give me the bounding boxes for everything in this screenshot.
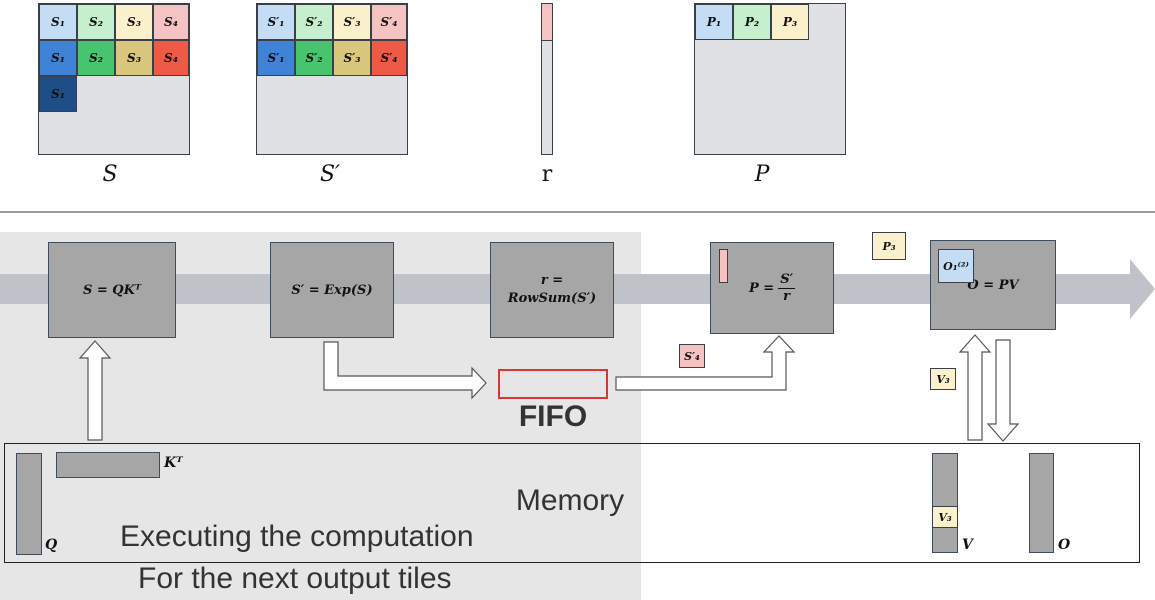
q-matrix-in-memory (16, 453, 42, 555)
fifo-label: FIFO (518, 400, 588, 433)
kt-load-arrow (78, 340, 112, 441)
o-store-arrow (986, 339, 1020, 442)
matrix-p-label: P (754, 162, 770, 187)
v-load-arrow (958, 334, 992, 441)
s-cell-2-1: S₁ (39, 40, 77, 76)
p-cell-3: P₃ (771, 4, 809, 40)
kt-label: Kᵀ (164, 455, 183, 471)
fifo-to-p-arrow (615, 335, 796, 391)
compute-p-box: P = S′ r (710, 242, 834, 334)
s-prime-cell-1-1: S′₁ (257, 4, 295, 40)
memory-label: Memory (515, 484, 625, 517)
kt-matrix-in-memory (56, 452, 160, 478)
s-cell-3-1: S₁ (39, 76, 77, 112)
q-label: Q (45, 537, 58, 553)
fifo-buffer (498, 369, 608, 399)
r-tile-marker (719, 249, 728, 283)
compute-exp-box: S′ = Exp(S) (270, 242, 394, 338)
p-cell-2: P₂ (733, 4, 771, 40)
s-cell-2-4: S₄ (153, 40, 189, 76)
compute-s-box: S = QKᵀ (48, 242, 176, 338)
compute-rowsum-box: r = RowSum(S′) (490, 242, 614, 338)
s-prime-cell-2-4: S′₄ (371, 40, 407, 76)
matrix-s: S₁ S₂ S₃ S₄ S₁ S₂ S₃ S₄ S₁ (38, 3, 190, 155)
p-formula-lhs: P = (748, 280, 775, 296)
s-prime-cell-2-1: S′₁ (257, 40, 295, 76)
caption-line2: For the next output tiles (138, 562, 452, 595)
matrix-p: P₁ P₂ P₃ (694, 3, 846, 155)
matrix-s-prime: S′₁ S′₂ S′₃ S′₄ S′₁ S′₂ S′₃ S′₄ (256, 3, 408, 155)
p-formula-fraction: S′ r (778, 271, 796, 305)
s-prime-cell-1-3: S′₃ (333, 4, 371, 40)
s-cell-1-2: S₂ (77, 4, 115, 40)
v-matrix-in-memory (932, 453, 958, 553)
p-formula-numerator: S′ (778, 271, 796, 289)
s-prime-cell-2-2: S′₂ (295, 40, 333, 76)
p-formula-denominator: r (783, 288, 791, 304)
s-cell-1-4: S₄ (153, 4, 189, 40)
o-matrix-in-memory (1029, 453, 1054, 553)
s-prime-cell-1-2: S′₂ (295, 4, 333, 40)
rowsum-line1: r = (540, 273, 564, 288)
s-prime-cell-1-4: S′₄ (371, 4, 407, 40)
v3-tile: V₃ (930, 368, 956, 390)
o-label: O (1058, 537, 1071, 553)
compute-o-box: O = PV (930, 240, 1056, 330)
exp-to-fifo-arrow (323, 341, 487, 400)
matrix-s-label: S (102, 162, 118, 187)
v3-tile-in-memory: V₃ (932, 506, 958, 528)
memory-box (4, 443, 1140, 563)
s-cell-1-3: S₃ (115, 4, 153, 40)
s-cell-2-2: S₂ (77, 40, 115, 76)
p3-tile: P₃ (872, 232, 906, 260)
vector-r-label: r (541, 162, 553, 187)
vector-r-first-entry (542, 4, 552, 41)
caption-line1: Executing the computation (120, 520, 474, 553)
v-label: V (962, 537, 973, 553)
s4-prime-tile: S′₄ (679, 344, 705, 368)
matrix-s-prime-label: S′ (319, 162, 341, 187)
separator-line (0, 211, 1155, 213)
p-cell-1: P₁ (695, 4, 733, 40)
vector-r (541, 3, 553, 155)
o1-tile: O₁⁽²⁾ (938, 249, 974, 283)
s-prime-cell-2-3: S′₃ (333, 40, 371, 76)
s-cell-1-1: S₁ (39, 4, 77, 40)
rowsum-line2: RowSum(S′) (507, 291, 597, 306)
s-cell-2-3: S₃ (115, 40, 153, 76)
